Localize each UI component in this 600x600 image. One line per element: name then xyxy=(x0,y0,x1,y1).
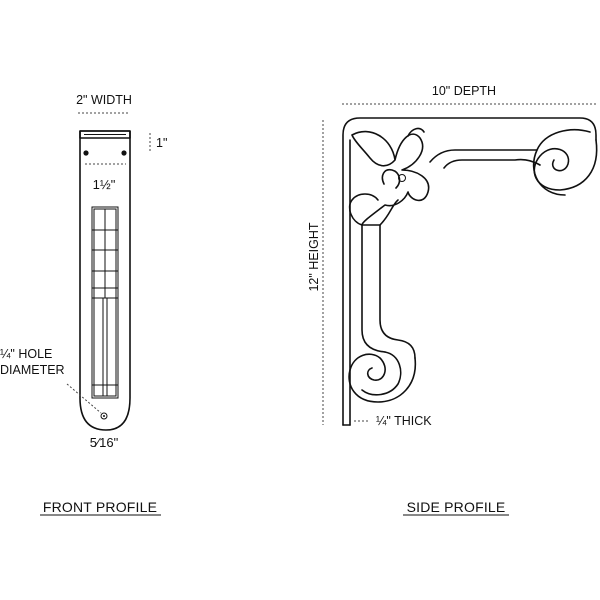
hole-label-line2: DIAMETER xyxy=(0,363,65,377)
hole-leader-line xyxy=(66,383,102,414)
front-bracket-outline xyxy=(79,130,131,431)
bottom-label: 5⁄16" xyxy=(90,435,119,450)
front-bottom-hole xyxy=(100,412,108,420)
top-label: 1" xyxy=(156,136,167,150)
front-right-hole xyxy=(121,150,127,156)
side-profile-caption: SIDE PROFILE xyxy=(407,499,506,515)
top-scroll xyxy=(533,139,598,191)
side-outer-frame xyxy=(342,117,597,426)
side-profile-drawing: 10" DEPTH 12" HEIGHT ¼" THICK xyxy=(307,84,598,516)
fleur-de-lis-ornament xyxy=(348,127,430,226)
vertical-inner-arm xyxy=(379,224,416,359)
front-profile-caption: FRONT PROFILE xyxy=(43,499,157,515)
thick-label: ¼" THICK xyxy=(376,414,432,428)
depth-label: 10" DEPTH xyxy=(432,84,496,98)
mid-label: 1½" xyxy=(93,177,116,192)
top-inner-arm xyxy=(429,149,538,163)
front-inner-grid xyxy=(91,206,119,399)
front-left-hole xyxy=(83,150,89,156)
height-label: 12" HEIGHT xyxy=(307,222,321,291)
hole-label-line1: ¼" HOLE xyxy=(0,347,52,361)
bottom-scroll xyxy=(348,353,417,403)
width-label: 2" WIDTH xyxy=(76,93,132,107)
front-profile-drawing: 2" WIDTH 1" 1½" xyxy=(0,93,167,516)
front-top-cap xyxy=(79,130,131,139)
